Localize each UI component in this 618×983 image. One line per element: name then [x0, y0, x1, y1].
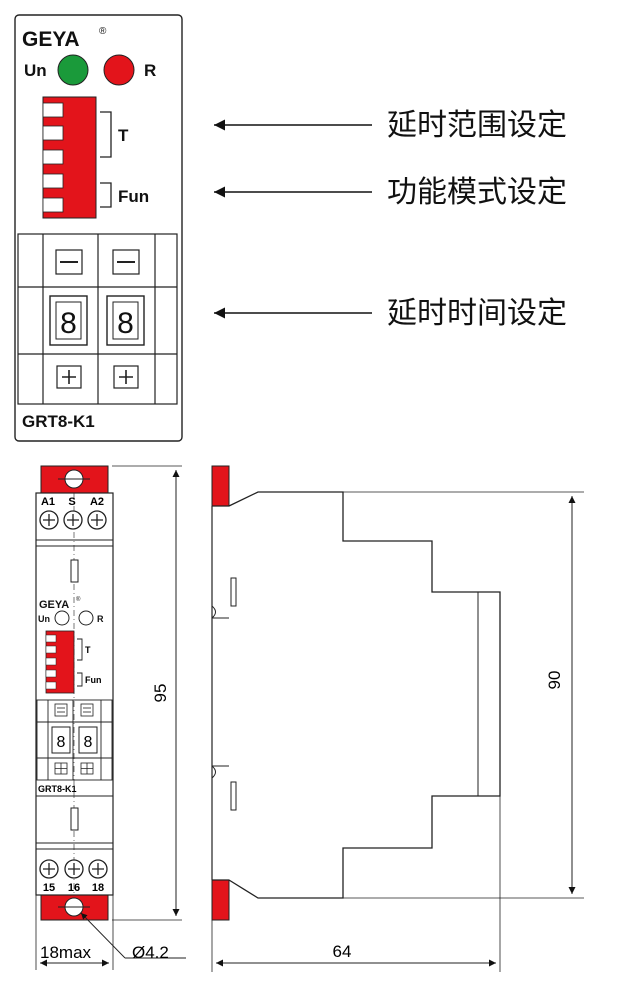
dimension-label-hole: Ø4.2: [132, 943, 169, 962]
side-top-clip: [211, 465, 230, 507]
dimension-label-64: 64: [333, 942, 352, 961]
terminal-label-a1: A1: [41, 496, 55, 508]
led-un-indicator: [57, 54, 89, 86]
dimension-label-18max: 18max: [40, 943, 92, 962]
dip-fun-bracket: [100, 182, 112, 208]
mini-digit-right: 8: [84, 734, 93, 751]
led-r-indicator: [103, 54, 135, 86]
mini-led-un-label: Un: [38, 614, 50, 624]
terminal-label-a2: A2: [90, 496, 104, 508]
mini-led-un: [54, 610, 70, 626]
mini-plus-button-left: [54, 762, 68, 775]
mini-fun-bracket: [77, 672, 83, 687]
dip-switch-3[interactable]: [42, 149, 64, 165]
plus-icon: [119, 370, 133, 384]
front-panel: GEYA ® Un R T Fun: [14, 14, 183, 442]
dip-fun-label: Fun: [118, 187, 149, 206]
callout-function-mode: 功能模式设定: [214, 175, 567, 210]
callout-label: 延时范围设定: [387, 108, 567, 143]
dip-switch-5[interactable]: [42, 197, 64, 213]
terminal-label-16: 16: [68, 882, 80, 894]
module-front-view: A1 S A2 GEYA ® Un R T Fun: [35, 465, 114, 921]
side-bottom-clip: [211, 879, 230, 921]
minus-button-right[interactable]: [112, 249, 140, 275]
plus-button-right[interactable]: [113, 365, 139, 389]
mini-brand-logo: GEYA: [39, 599, 69, 611]
mini-minus-button-right: [80, 703, 94, 717]
mini-brand-mark: ®: [76, 596, 81, 603]
mini-digit-left: 8: [57, 734, 66, 751]
mini-led-r: [78, 610, 94, 626]
led-un-label: Un: [24, 61, 47, 80]
terminal-screw-s: [63, 510, 83, 530]
dip-t-bracket: [100, 111, 112, 158]
module-side-view: [211, 465, 501, 921]
dimension-height-front: 95: [112, 465, 182, 921]
mini-digit-grid: [36, 699, 113, 781]
plus-icon: [62, 370, 76, 384]
mini-dip-switch: [45, 645, 57, 654]
minus-button-left[interactable]: [55, 249, 83, 275]
mini-t-bracket: [77, 638, 83, 661]
side-slot-bottom: [230, 781, 237, 811]
dimension-width-front: 18max: [35, 895, 114, 970]
dimension-hole: Ø4.2: [80, 912, 186, 962]
mini-dip-switch: [45, 681, 57, 690]
terminal-screw-16: [64, 859, 84, 879]
label-slot-bottom: [70, 807, 79, 831]
callout-delay-time: 延时时间设定: [214, 296, 567, 331]
callout-label: 延时时间设定: [387, 296, 567, 331]
mini-plus-button-right: [80, 762, 94, 775]
side-slot-top: [230, 577, 237, 607]
side-back-edge: [211, 505, 229, 881]
mini-t-label: T: [85, 645, 91, 655]
mini-dip-switch: [45, 669, 57, 678]
terminal-label-15: 15: [43, 882, 55, 894]
dip-t-label: T: [118, 126, 129, 145]
terminal-screw-a2: [87, 510, 107, 530]
led-r-label: R: [144, 61, 156, 80]
mini-fun-label: Fun: [85, 675, 102, 685]
digit-right: 8: [117, 307, 134, 340]
mini-dip-switch: [45, 657, 57, 666]
side-profile: [228, 491, 501, 899]
brand-mark: ®: [99, 26, 107, 37]
dimension-height-side: 90: [343, 491, 584, 899]
mini-digit-window-left: [51, 726, 71, 754]
digit-left: 8: [60, 307, 77, 340]
mini-dip-switch: [45, 634, 57, 643]
mini-led-r-label: R: [97, 614, 104, 624]
terminal-screw-a1: [39, 510, 59, 530]
digit-setting-grid: [17, 233, 178, 405]
mini-digit-window-right: [78, 726, 98, 754]
callout-time-range: 延时范围设定: [214, 108, 567, 143]
digit-frame-right: [112, 301, 139, 340]
label-slot-top: [70, 559, 79, 583]
terminal-label-s: S: [68, 496, 75, 508]
dip-switch-2[interactable]: [42, 125, 64, 141]
dimension-label-90: 90: [545, 671, 564, 690]
dip-switch-1[interactable]: [42, 102, 64, 118]
dip-switch-4[interactable]: [42, 173, 64, 189]
mini-model-label: GRT8-K1: [38, 784, 77, 794]
side-rail-line: [212, 617, 229, 767]
terminal-screw-15: [39, 859, 59, 879]
side-rail-groove: [211, 605, 216, 779]
brand-logo: GEYA: [22, 28, 80, 51]
module-body: [35, 492, 114, 896]
dimension-label-95: 95: [151, 684, 170, 703]
callout-label: 功能模式设定: [387, 175, 567, 210]
model-label: GRT8-K1: [22, 412, 95, 431]
dimension-width-side: 64: [211, 796, 501, 972]
terminal-label-18: 18: [92, 882, 104, 894]
mini-minus-button-left: [54, 703, 68, 717]
digit-frame-left: [55, 301, 82, 340]
plus-button-left[interactable]: [56, 365, 82, 389]
terminal-screw-18: [88, 859, 108, 879]
